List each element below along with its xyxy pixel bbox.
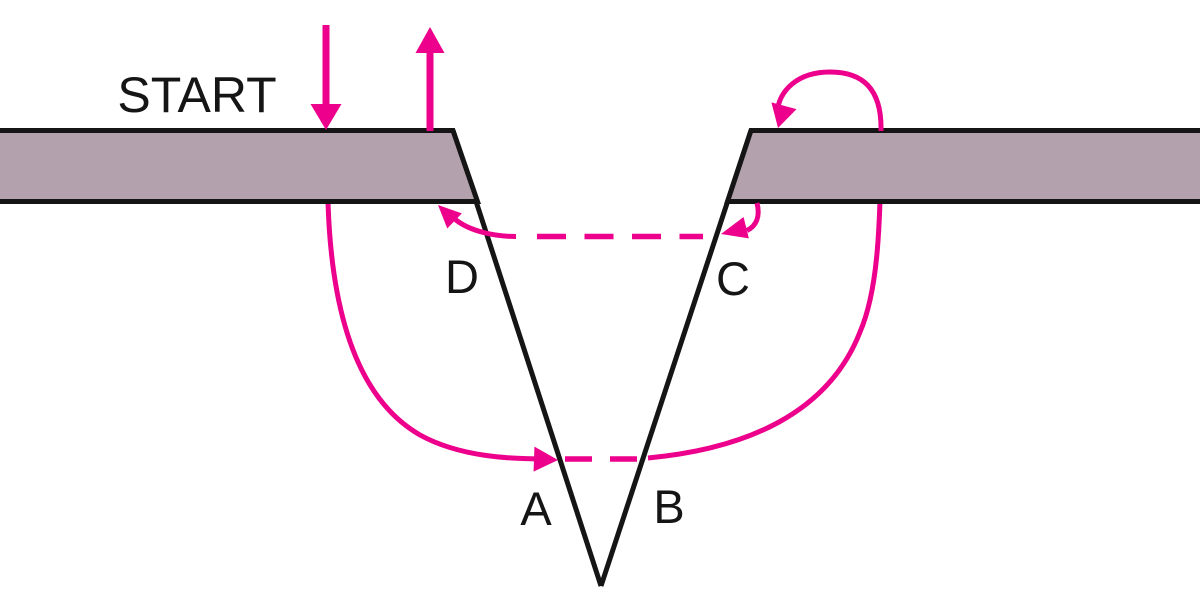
corner-d-hook-arrow-icon bbox=[438, 205, 517, 239]
corner-c-hook-arrow-icon bbox=[721, 202, 761, 239]
left-descent-curve bbox=[325, 201, 547, 462]
descent-path-arrowhead bbox=[533, 446, 558, 472]
labels: START A B C D bbox=[117, 67, 750, 535]
point-label-b: B bbox=[653, 480, 684, 533]
ground-slabs bbox=[0, 128, 1200, 204]
left-slab bbox=[0, 128, 482, 204]
path-elements-front bbox=[310, 25, 884, 472]
point-label-d: D bbox=[445, 250, 479, 303]
start-label: START bbox=[117, 67, 276, 123]
crevasse-right-wall bbox=[598, 129, 754, 587]
point-label-c: C bbox=[716, 252, 750, 305]
crevasse-walls bbox=[450, 129, 754, 587]
crevasse-left-wall bbox=[450, 129, 604, 587]
path-curves-behind bbox=[325, 130, 884, 462]
right-slab bbox=[724, 128, 1200, 204]
overhead-loop-arrow-icon bbox=[771, 69, 884, 132]
entry-down-arrow-icon bbox=[310, 25, 342, 130]
right-ascent-curve bbox=[647, 130, 884, 461]
point-label-a: A bbox=[520, 482, 552, 535]
exit-up-arrow-icon bbox=[415, 27, 445, 131]
